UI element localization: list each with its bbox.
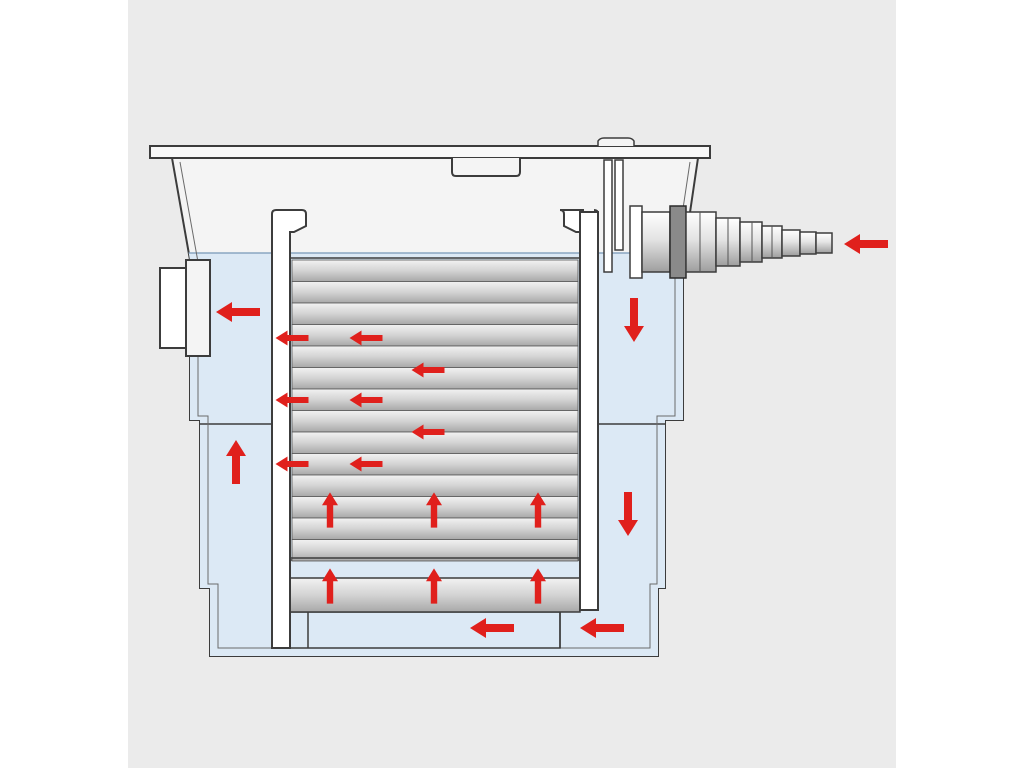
- flow-arrow-sponge-row-b-1-icon: [411, 362, 445, 378]
- connector-nut: [669, 205, 687, 279]
- sponge-slat: [291, 302, 579, 325]
- sponge-slat: [291, 410, 579, 433]
- connector-body: [641, 211, 671, 273]
- flow-arrow-right-chamber-lower-icon: [618, 492, 638, 536]
- flow-arrow-sponge-row-c-2-icon: [349, 392, 383, 408]
- flow-arrow-left-chamber-icon: [226, 440, 246, 484]
- connector-step-2: [739, 221, 763, 263]
- bottom-chamber: [289, 611, 561, 649]
- flow-arrow-sponge-row-a-1-icon: [275, 330, 309, 346]
- inlet-pipe-vertical-inner: [614, 159, 624, 251]
- sponge-slat: [291, 345, 579, 368]
- connector-clamp: [629, 205, 643, 279]
- connector-step-4: [781, 229, 801, 257]
- inlet-pipe-vertical: [603, 159, 613, 273]
- connector-thread: [685, 211, 717, 273]
- lid-vent: [597, 137, 635, 146]
- flow-arrow-sponge-row-d-1-icon: [411, 424, 445, 440]
- connector-step-5: [799, 231, 817, 255]
- sponge-slat: [291, 259, 579, 282]
- sponge-slat: [291, 453, 579, 476]
- flow-arrows: [216, 234, 888, 638]
- flow-arrow-bottom-center-icon: [470, 618, 514, 638]
- flow-arrow-bottom-sponge-3-icon: [529, 568, 547, 604]
- sponge-slat: [291, 281, 579, 304]
- connector-tip: [815, 232, 833, 254]
- flow-arrow-sponge-row-e-2-icon: [349, 456, 383, 472]
- right-baffle-post: [579, 211, 599, 611]
- flow-arrow-bottom-sponge-1-icon: [321, 568, 339, 604]
- sponge-slat: [291, 324, 579, 347]
- flow-arrow-sponge-3-icon: [529, 492, 547, 528]
- sponge-slat: [291, 474, 579, 497]
- lid: [149, 145, 711, 159]
- flow-arrow-sponge-row-c-1-icon: [275, 392, 309, 408]
- flow-arrow-sponge-1-icon: [321, 492, 339, 528]
- flow-arrow-right-chamber-upper-icon: [624, 298, 644, 342]
- flow-arrow-bottom-right-icon: [580, 618, 624, 638]
- sponge-slat: [291, 431, 579, 454]
- flow-arrow-sponge-row-a-2-icon: [349, 330, 383, 346]
- sponge-slat: [291, 388, 579, 411]
- flow-arrow-outlet-icon: [216, 302, 260, 322]
- inlet-hose-connector: [629, 205, 833, 279]
- left-baffle-wall: [271, 209, 307, 649]
- flow-arrow-sponge-row-e-1-icon: [275, 456, 309, 472]
- lid-handle: [451, 158, 521, 177]
- flow-arrow-bottom-sponge-2-icon: [425, 568, 443, 604]
- outlet-port: [159, 267, 189, 349]
- outlet-port-flange: [185, 259, 211, 357]
- sponge-slat: [291, 539, 579, 562]
- flow-arrow-sponge-2-icon: [425, 492, 443, 528]
- flow-arrow-inlet-icon: [844, 234, 888, 254]
